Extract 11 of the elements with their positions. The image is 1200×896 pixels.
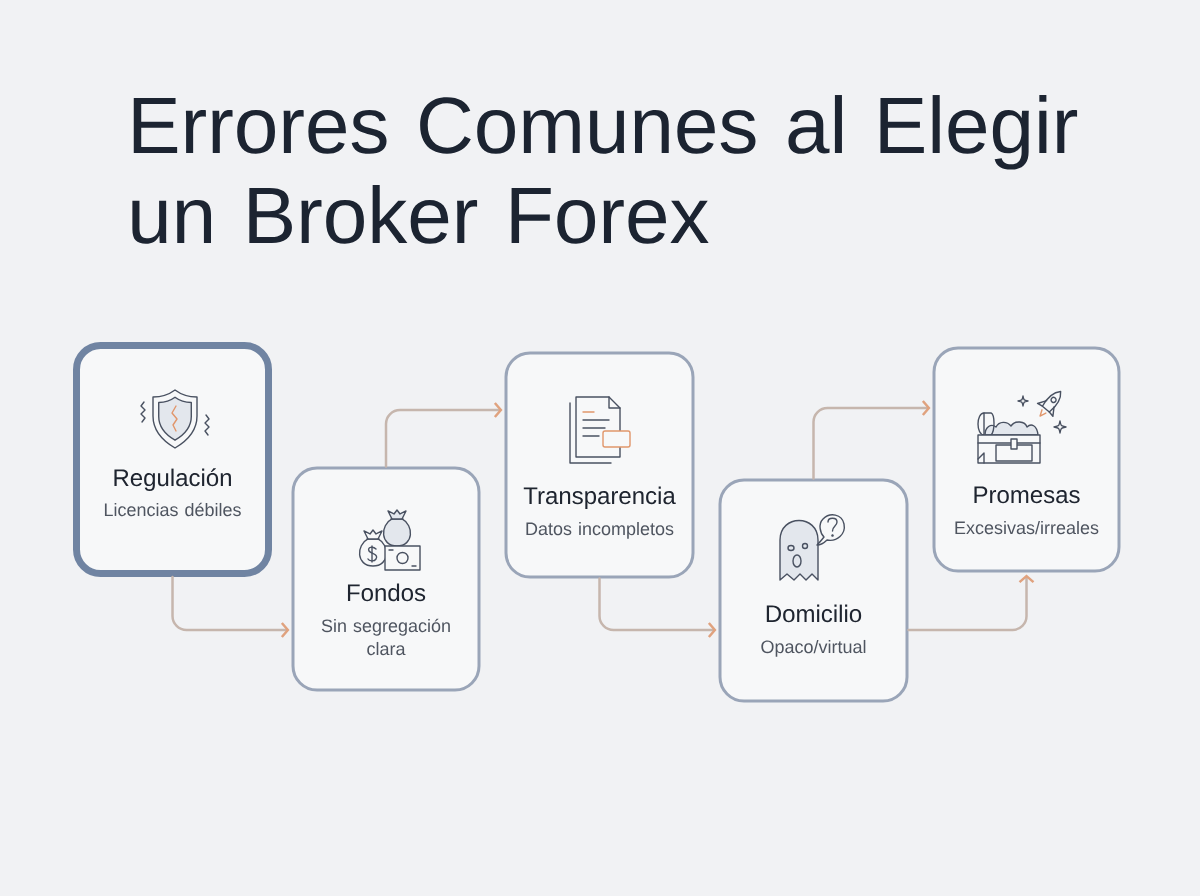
step-box: Transparencia Datos incompletos	[504, 351, 695, 579]
step-box: Regulación Licencias débiles	[73, 342, 272, 577]
step-box: Promesas Excesivas/irreales	[932, 346, 1121, 573]
step-box: Fondos Sin segregación clara	[291, 466, 481, 692]
arrow	[598, 577, 717, 638]
arrow	[384, 402, 503, 468]
arrow	[812, 400, 931, 480]
title: Errores Comunes al Elegir un Broker Forex	[132, 95, 1078, 244]
step-box: Domicilio Opaco/virtual	[718, 478, 909, 703]
arrow	[171, 575, 290, 638]
arrow	[907, 574, 1035, 632]
